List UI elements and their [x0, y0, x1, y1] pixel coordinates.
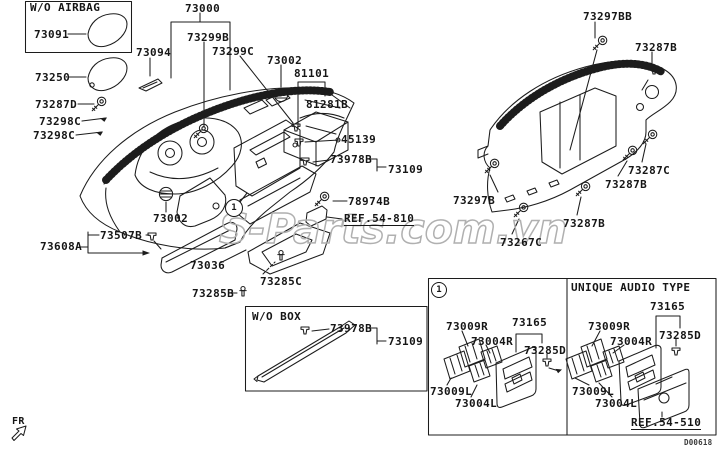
part-label-73250: 73250 — [35, 71, 71, 84]
part-label-73608A: 73608A — [40, 240, 83, 253]
part-label-73298C-b: 73298C — [33, 129, 76, 142]
wo-box-title: W/O BOX — [252, 310, 302, 323]
wo-box-trim-strip — [253, 320, 356, 383]
part-label-73002-b: 73002 — [153, 212, 189, 225]
screw-icon — [484, 158, 500, 174]
clip-part-73094 — [138, 78, 163, 92]
part-label-73004L-l: 73004L — [455, 397, 498, 410]
airbag-lid-73091 — [87, 13, 128, 48]
grommet-icon — [158, 186, 174, 202]
part-label-73036: 73036 — [190, 259, 226, 272]
lid-73250 — [87, 57, 128, 92]
wo-airbag-box-title: W/O AIRBAG — [30, 1, 101, 14]
front-direction-arrow-icon — [11, 425, 27, 442]
front-direction-label: FR — [12, 416, 25, 427]
console-panel-73036 — [247, 222, 331, 275]
part-label-73009R-r: 73009R — [588, 320, 631, 333]
part-label-73109-a: 73109 — [388, 163, 424, 176]
part-label-73285D-r: 73285D — [659, 329, 702, 342]
part-label-73109-b: 73109 — [388, 335, 424, 348]
part-label-73287B-c: 73287B — [563, 217, 606, 230]
ref-label-54-510: REF.54-510 — [631, 416, 702, 430]
part-label-73009R-l: 73009R — [446, 320, 489, 333]
part-label-73297BB: 73297BB — [583, 10, 633, 23]
part-label-73287C: 73287C — [628, 164, 671, 177]
part-label-81101: 81101 — [294, 67, 330, 80]
audio-box-right-panel-art — [565, 338, 690, 429]
part-label-73009L-l: 73009L — [430, 385, 473, 398]
part-label-73165-l: 73165 — [512, 316, 548, 329]
part-label-73004R-l: 73004R — [471, 335, 514, 348]
part-label-73004R-r: 73004R — [610, 335, 653, 348]
part-label-45139: 45139 — [341, 133, 377, 146]
part-label-73267C: 73267C — [500, 236, 543, 249]
part-label-73285D-l: 73285D — [524, 344, 567, 357]
part-label-73009L-r: 73009L — [572, 385, 615, 398]
part-label-73002-a: 73002 — [267, 54, 303, 67]
part-label-73299C: 73299C — [212, 45, 255, 58]
part-label-73285C: 73285C — [260, 275, 303, 288]
part-label-73287B-a: 73287B — [635, 41, 678, 54]
leader-lines-rear — [489, 21, 653, 235]
glovebox-lid-73608A — [160, 221, 238, 274]
switch-blank-ref54810 — [305, 205, 328, 227]
part-label-73287D: 73287D — [35, 98, 78, 111]
pin-icon — [239, 285, 247, 297]
callout-balloon-1-audio: 1 — [431, 282, 447, 298]
screw-icon — [575, 181, 591, 197]
dashboard-front-view — [79, 86, 355, 250]
drawing-number: D00618 — [684, 438, 713, 447]
part-label-73298C-a: 73298C — [39, 115, 82, 128]
part-label-73285B: 73285B — [192, 287, 235, 300]
part-label-73004L-r: 73004L — [595, 397, 638, 410]
clip-icon — [294, 138, 304, 147]
part-label-73297B: 73297B — [453, 194, 496, 207]
part-label-73165-r: 73165 — [650, 300, 686, 313]
leader-lines-audio — [446, 315, 681, 418]
part-label-73091: 73091 — [34, 28, 70, 41]
part-label-78974B: 78974B — [348, 195, 391, 208]
clip-icon — [300, 326, 310, 335]
audio-box-left-panel-art — [443, 338, 537, 408]
clip-icon — [542, 358, 552, 367]
part-label-73978B-a: 73978B — [330, 153, 373, 166]
screw-icon — [513, 202, 529, 218]
ref-label-54-810: REF.54-810 — [344, 212, 415, 226]
clip-icon — [671, 347, 681, 356]
screw-icon — [314, 191, 330, 207]
section-boxes — [24, 0, 717, 436]
part-label-73287B-b: 73287B — [605, 178, 648, 191]
dashboard-rear-view — [477, 59, 677, 213]
unique-audio-type-title: UNIQUE AUDIO TYPE — [571, 281, 691, 294]
callout-balloon-1: 1 — [225, 199, 243, 217]
pin-icon — [277, 249, 285, 261]
part-label-73094: 73094 — [136, 46, 172, 59]
clip-icon — [147, 232, 157, 241]
part-label-73299B: 73299B — [187, 31, 230, 44]
part-label-73000: 73000 — [185, 2, 221, 15]
part-label-73978B-b: 73978B — [330, 322, 373, 335]
part-label-73507B: 73507B — [100, 229, 143, 242]
part-label-81281B: 81281B — [306, 98, 349, 111]
